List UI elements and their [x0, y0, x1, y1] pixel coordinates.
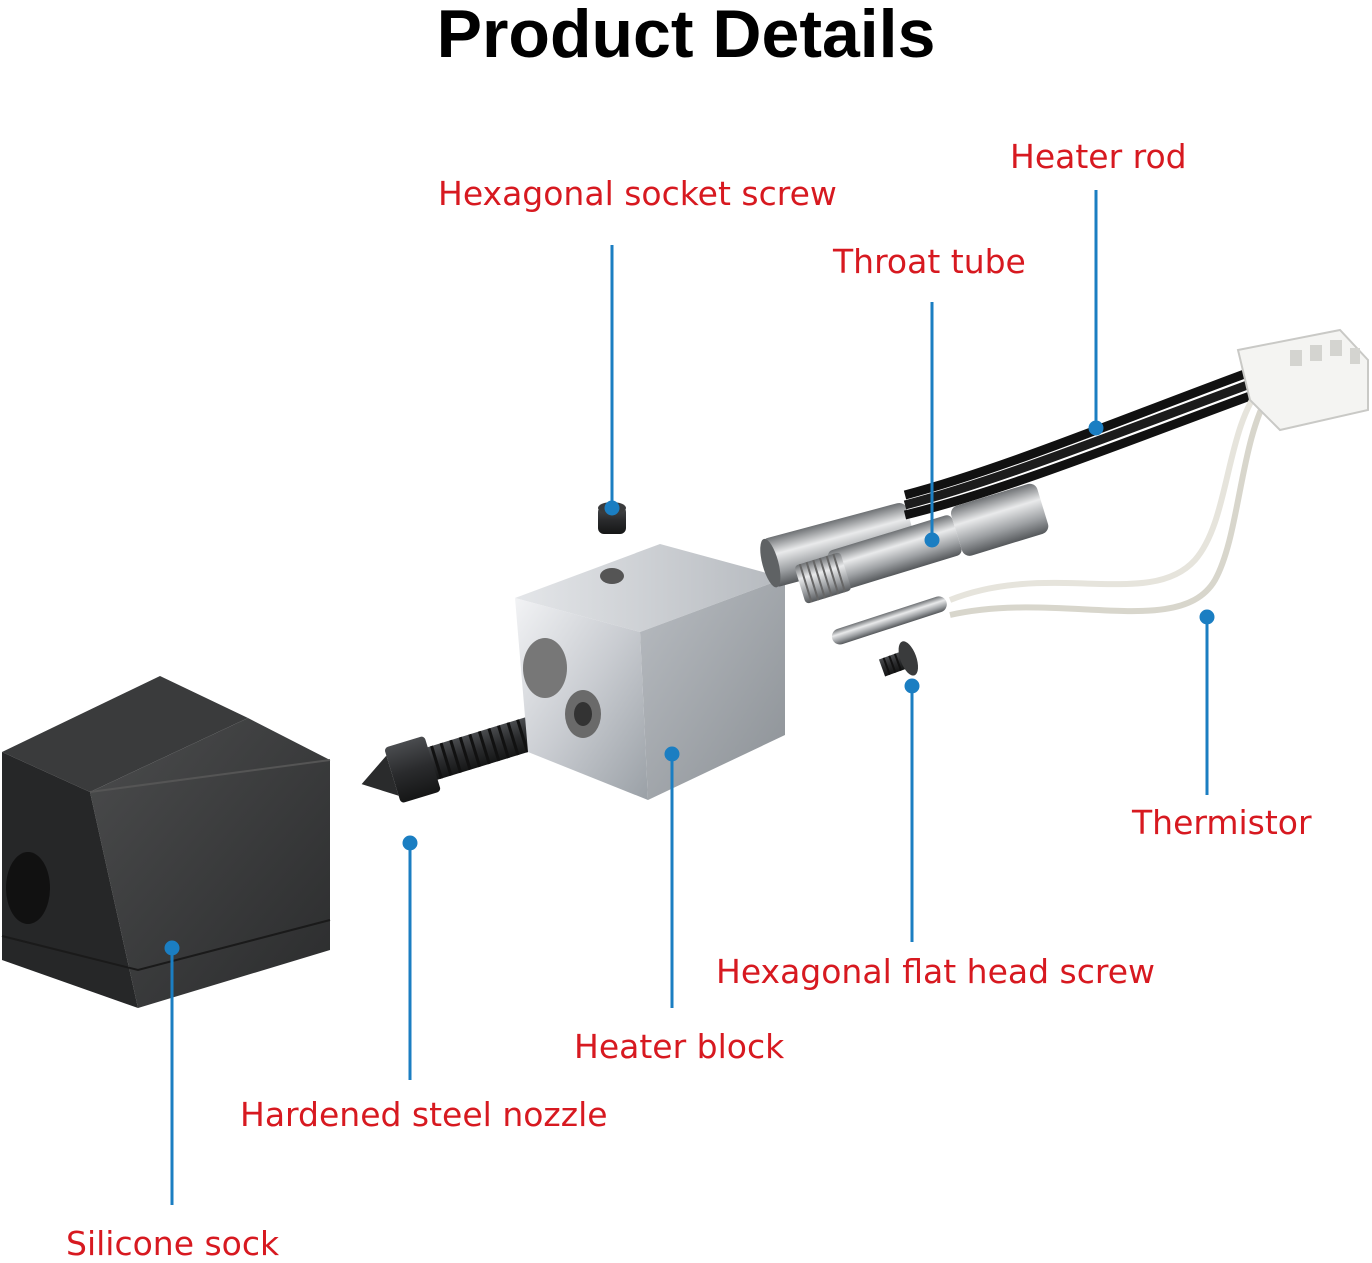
callout-dot-hex-socket-screw [604, 500, 620, 516]
label-heater-rod: Heater rod [1010, 137, 1187, 176]
hex-flat-head-screw-part [878, 641, 919, 677]
label-silicone-sock: Silicone sock [66, 1224, 280, 1263]
callout-dot-heater-rod [1088, 420, 1104, 436]
heater-block-part [515, 544, 785, 800]
silicone-sock-part [1, 676, 331, 1008]
label-hex-socket-screw: Hexagonal socket screw [438, 174, 837, 213]
label-hex-flat-head-screw: Hexagonal flat head screw [716, 952, 1156, 991]
callout-dot-heater-block [664, 746, 680, 762]
label-thermistor: Thermistor [1132, 803, 1312, 842]
page-title: Product Details [436, 0, 936, 72]
callout-lines [164, 190, 1215, 1205]
callout-dot-thermistor [1199, 609, 1215, 625]
callout-dot-hardened-steel-nozzle [402, 835, 418, 851]
callout-dot-silicone-sock [164, 940, 180, 956]
label-heater-block: Heater block [574, 1027, 785, 1066]
thermistor-part [831, 383, 1273, 645]
connector-part [1236, 328, 1369, 432]
callout-dot-hex-flat-head-screw [904, 678, 920, 694]
label-throat-tube: Throat tube [833, 242, 1026, 281]
callout-dot-throat-tube [924, 532, 940, 548]
label-hardened-steel-nozzle: Hardened steel nozzle [240, 1095, 608, 1134]
